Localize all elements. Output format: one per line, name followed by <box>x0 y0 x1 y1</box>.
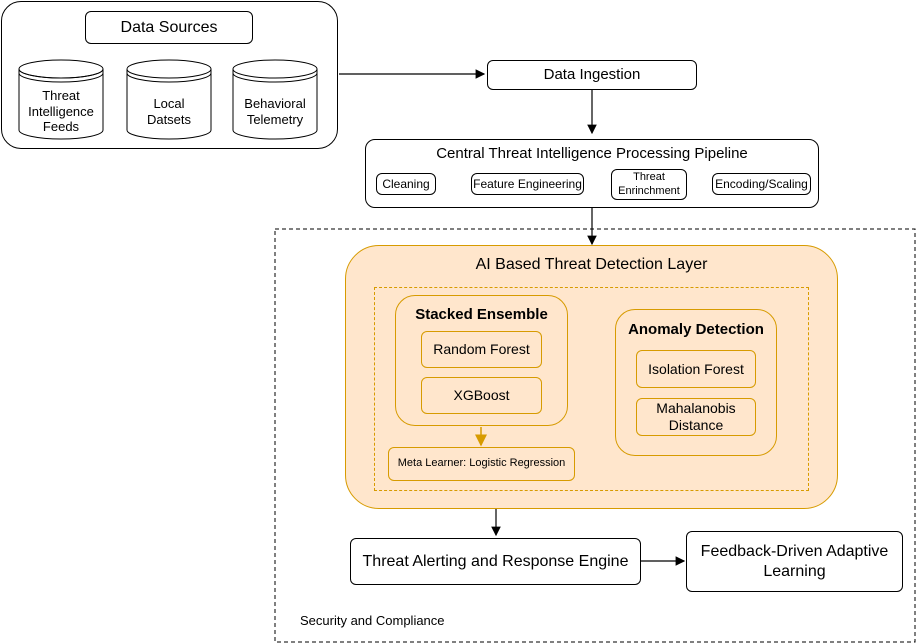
ai-inner-dashed-frame <box>374 287 809 491</box>
pipeline-step-encoding-scaling: Encoding/Scaling <box>712 173 811 195</box>
behavioral-telemetry-database-icon <box>232 59 318 140</box>
threat-intel-feeds-database-icon <box>18 59 104 140</box>
pipeline-step-feature-engineering: Feature Engineering <box>471 173 584 195</box>
meta-learner-node: Meta Learner: Logistic Regression <box>388 447 575 481</box>
behavioral-telemetry-label: Behavioral Telemetry <box>244 96 306 127</box>
meta-learner-label: Meta Learner: Logistic Regression <box>397 457 566 470</box>
mahalanobis-distance-label: Mahalanobis Distance <box>656 400 736 433</box>
threat-alerting-label: Threat Alerting and Response Engine <box>362 552 629 570</box>
processing-pipeline-title: Central Threat Intelligence Processing P… <box>436 145 748 162</box>
pipeline-step-threat-enrichment: Threat Enrinchment <box>611 169 687 200</box>
xgboost-node: XGBoost <box>421 377 542 414</box>
data-ingestion-label: Data Ingestion <box>543 66 641 83</box>
local-datasets-database-icon <box>126 59 212 140</box>
security-compliance-label: Security and Compliance <box>300 613 445 628</box>
security-compliance-boundary <box>274 228 916 643</box>
data-sources-title-text: Data Sources <box>120 18 218 36</box>
pipeline-step-cleaning: Cleaning <box>376 173 436 195</box>
pipeline-step-cleaning-label: Cleaning <box>382 176 430 191</box>
pipeline-step-encoding-scaling-label: Encoding/Scaling <box>715 176 808 191</box>
feedback-learning-node: Feedback-Driven Adaptive Learning <box>686 531 903 592</box>
pipeline-step-threat-enrichment-label: Threat Enrinchment <box>618 171 680 197</box>
threat-intel-feeds-label: Threat Intelligence Feeds <box>28 88 94 135</box>
pipeline-step-feature-engineering-label: Feature Engineering <box>473 176 582 191</box>
xgboost-label: XGBoost <box>453 387 510 404</box>
ai-detection-layer-title: AI Based Threat Detection Layer <box>475 256 708 273</box>
threat-alerting-node: Threat Alerting and Response Engine <box>350 538 641 585</box>
data-ingestion-node: Data Ingestion <box>487 60 697 90</box>
feedback-learning-label: Feedback-Driven Adaptive Learning <box>700 543 889 580</box>
data-sources-title: Data Sources <box>85 11 253 44</box>
isolation-forest-node: Isolation Forest <box>636 350 756 388</box>
mahalanobis-distance-node: Mahalanobis Distance <box>636 398 756 436</box>
isolation-forest-label: Isolation Forest <box>648 360 744 377</box>
stacked-ensemble-title: Stacked Ensemble <box>415 306 548 323</box>
anomaly-detection-title: Anomaly Detection <box>628 321 764 338</box>
random-forest-label: Random Forest <box>433 341 530 358</box>
random-forest-node: Random Forest <box>421 331 542 368</box>
local-datasets-label: Local Datsets <box>146 96 192 127</box>
